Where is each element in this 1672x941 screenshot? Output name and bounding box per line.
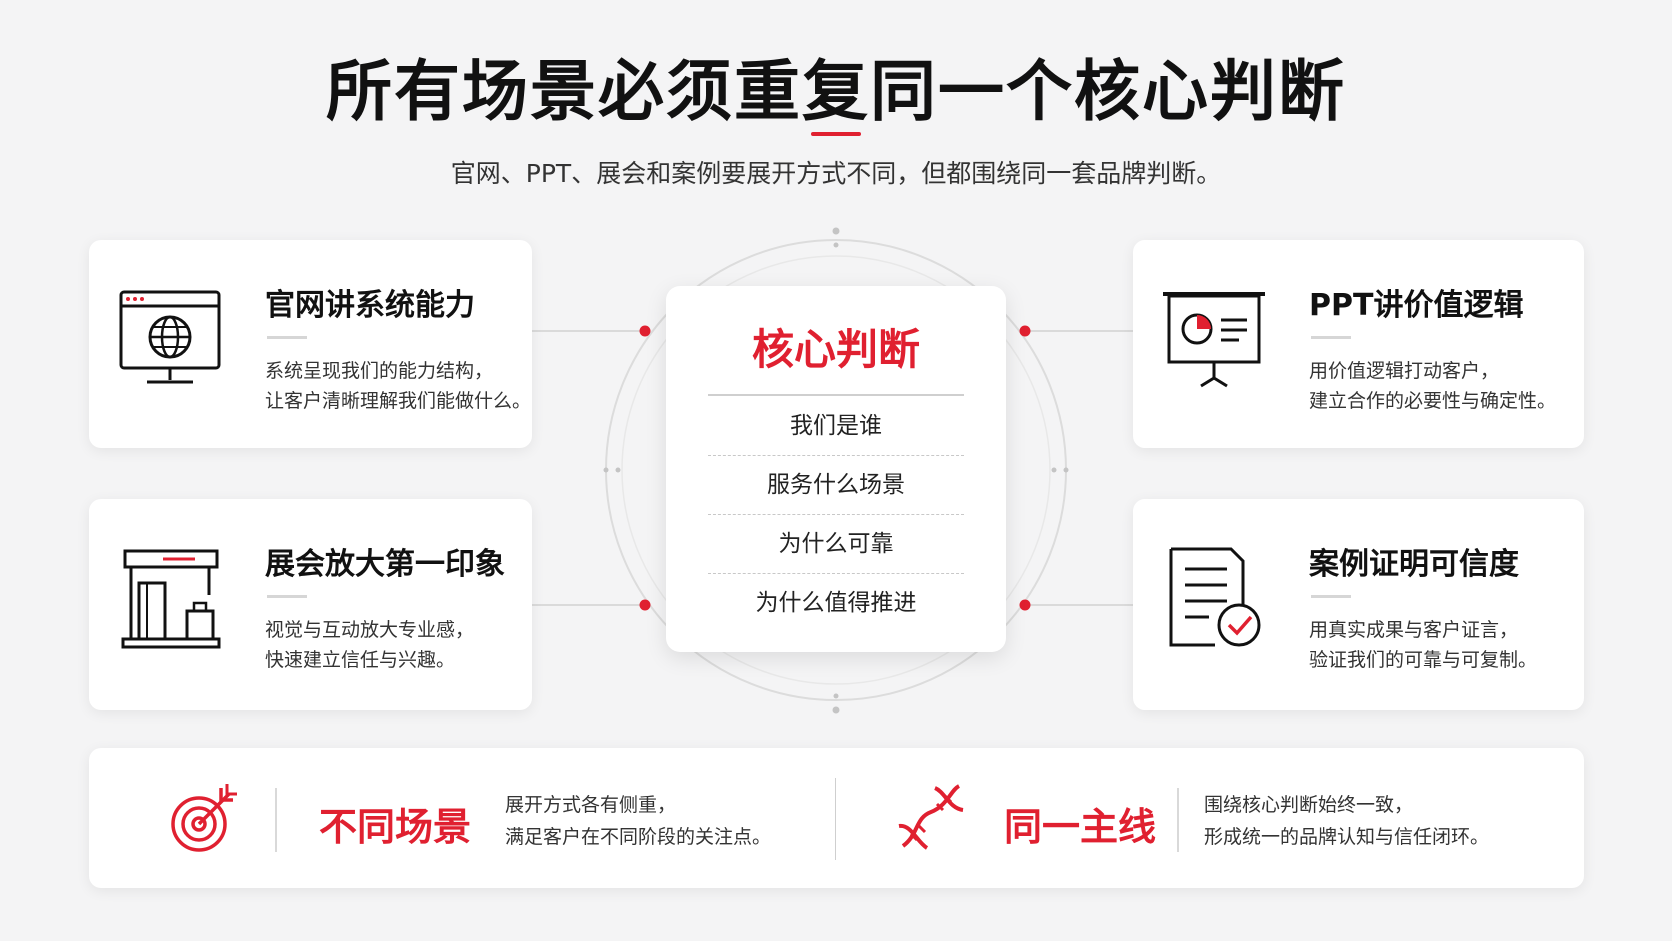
- card-desc-line: 快速建立信任与兴趣。: [265, 649, 456, 671]
- bottom-right-desc-line: 围绕核心判断始终一致，: [1204, 794, 1414, 816]
- card-desc-line: 系统呈现我们的能力结构，: [265, 360, 494, 382]
- card-divider: [267, 336, 307, 339]
- bottom-divider: [1177, 788, 1179, 852]
- card-case-study: 案例证明可信度 用真实成果与客户证言， 验证我们的可靠与可复制。: [1133, 499, 1584, 710]
- page-subtitle: 官网、PPT、展会和案例要展开方式不同，但都围绕同一套品牌判断。: [450, 159, 1222, 188]
- dna-helix-icon: [898, 784, 964, 850]
- card-desc-line: 用真实成果与客户证言，: [1309, 619, 1519, 641]
- core-item: 为什么可靠: [708, 515, 964, 574]
- core-title: 核心判断: [751, 325, 920, 374]
- card-desc-line: 让客户清晰理解我们能做什么。: [265, 390, 532, 412]
- connector-dot-case: [1019, 599, 1031, 611]
- web-browser-globe-icon: [119, 290, 221, 384]
- connector-dot-ppt: [1019, 325, 1031, 337]
- title-accent-rule: [811, 132, 861, 136]
- page-title: 所有场景必须重复同一个核心判断: [326, 53, 1346, 130]
- card-title: 官网讲系统能力: [265, 288, 475, 323]
- card-desc-line: 建立合作的必要性与确定性。: [1309, 390, 1557, 412]
- bottom-left-title: 不同场景: [319, 805, 472, 849]
- bottom-left-desc-line: 满足客户在不同阶段的关注点。: [505, 826, 772, 848]
- card-title: PPT讲价值逻辑: [1309, 288, 1524, 323]
- card-website: 官网讲系统能力 系统呈现我们的能力结构， 让客户清晰理解我们能做什么。: [89, 240, 532, 448]
- bottom-left-desc-line: 展开方式各有侧重，: [505, 794, 677, 816]
- core-item: 我们是谁: [708, 397, 964, 456]
- core-item: 服务什么场景: [708, 456, 964, 515]
- core-judgement-card: 核心判断 我们是谁 服务什么场景 为什么可靠 为什么值得推进: [666, 286, 1006, 652]
- bottom-summary-bar: 不同场景 展开方式各有侧重， 满足客户在不同阶段的关注点。 同一主线 围绕核心判…: [89, 748, 1584, 888]
- card-divider: [1311, 336, 1351, 339]
- card-desc-line: 验证我们的可靠与可复制。: [1309, 649, 1538, 671]
- card-desc-line: 视觉与互动放大专业感，: [265, 619, 475, 641]
- connector-dot-expo: [639, 599, 651, 611]
- bottom-right-title: 同一主线: [1004, 805, 1157, 849]
- target-arrow-icon: [171, 784, 237, 852]
- document-check-icon: [1169, 547, 1261, 647]
- core-divider: [708, 394, 964, 396]
- bottom-right-desc-line: 形成统一的品牌认知与信任闭环。: [1204, 826, 1490, 848]
- bottom-divider: [275, 788, 277, 852]
- connector-dot-web: [639, 325, 651, 337]
- card-title: 展会放大第一印象: [265, 547, 505, 582]
- card-desc-line: 用价值逻辑打动客户，: [1309, 360, 1500, 382]
- core-item: 为什么值得推进: [755, 590, 917, 616]
- card-title: 案例证明可信度: [1309, 547, 1519, 582]
- card-ppt: PPT讲价值逻辑 用价值逻辑打动客户， 建立合作的必要性与确定性。: [1133, 240, 1584, 448]
- card-divider: [1311, 595, 1351, 598]
- bottom-center-divider: [835, 778, 836, 860]
- card-divider: [267, 595, 307, 598]
- presentation-board-icon: [1163, 292, 1265, 388]
- exhibition-booth-icon: [121, 549, 221, 649]
- card-exhibition: 展会放大第一印象 视觉与互动放大专业感， 快速建立信任与兴趣。: [89, 499, 532, 710]
